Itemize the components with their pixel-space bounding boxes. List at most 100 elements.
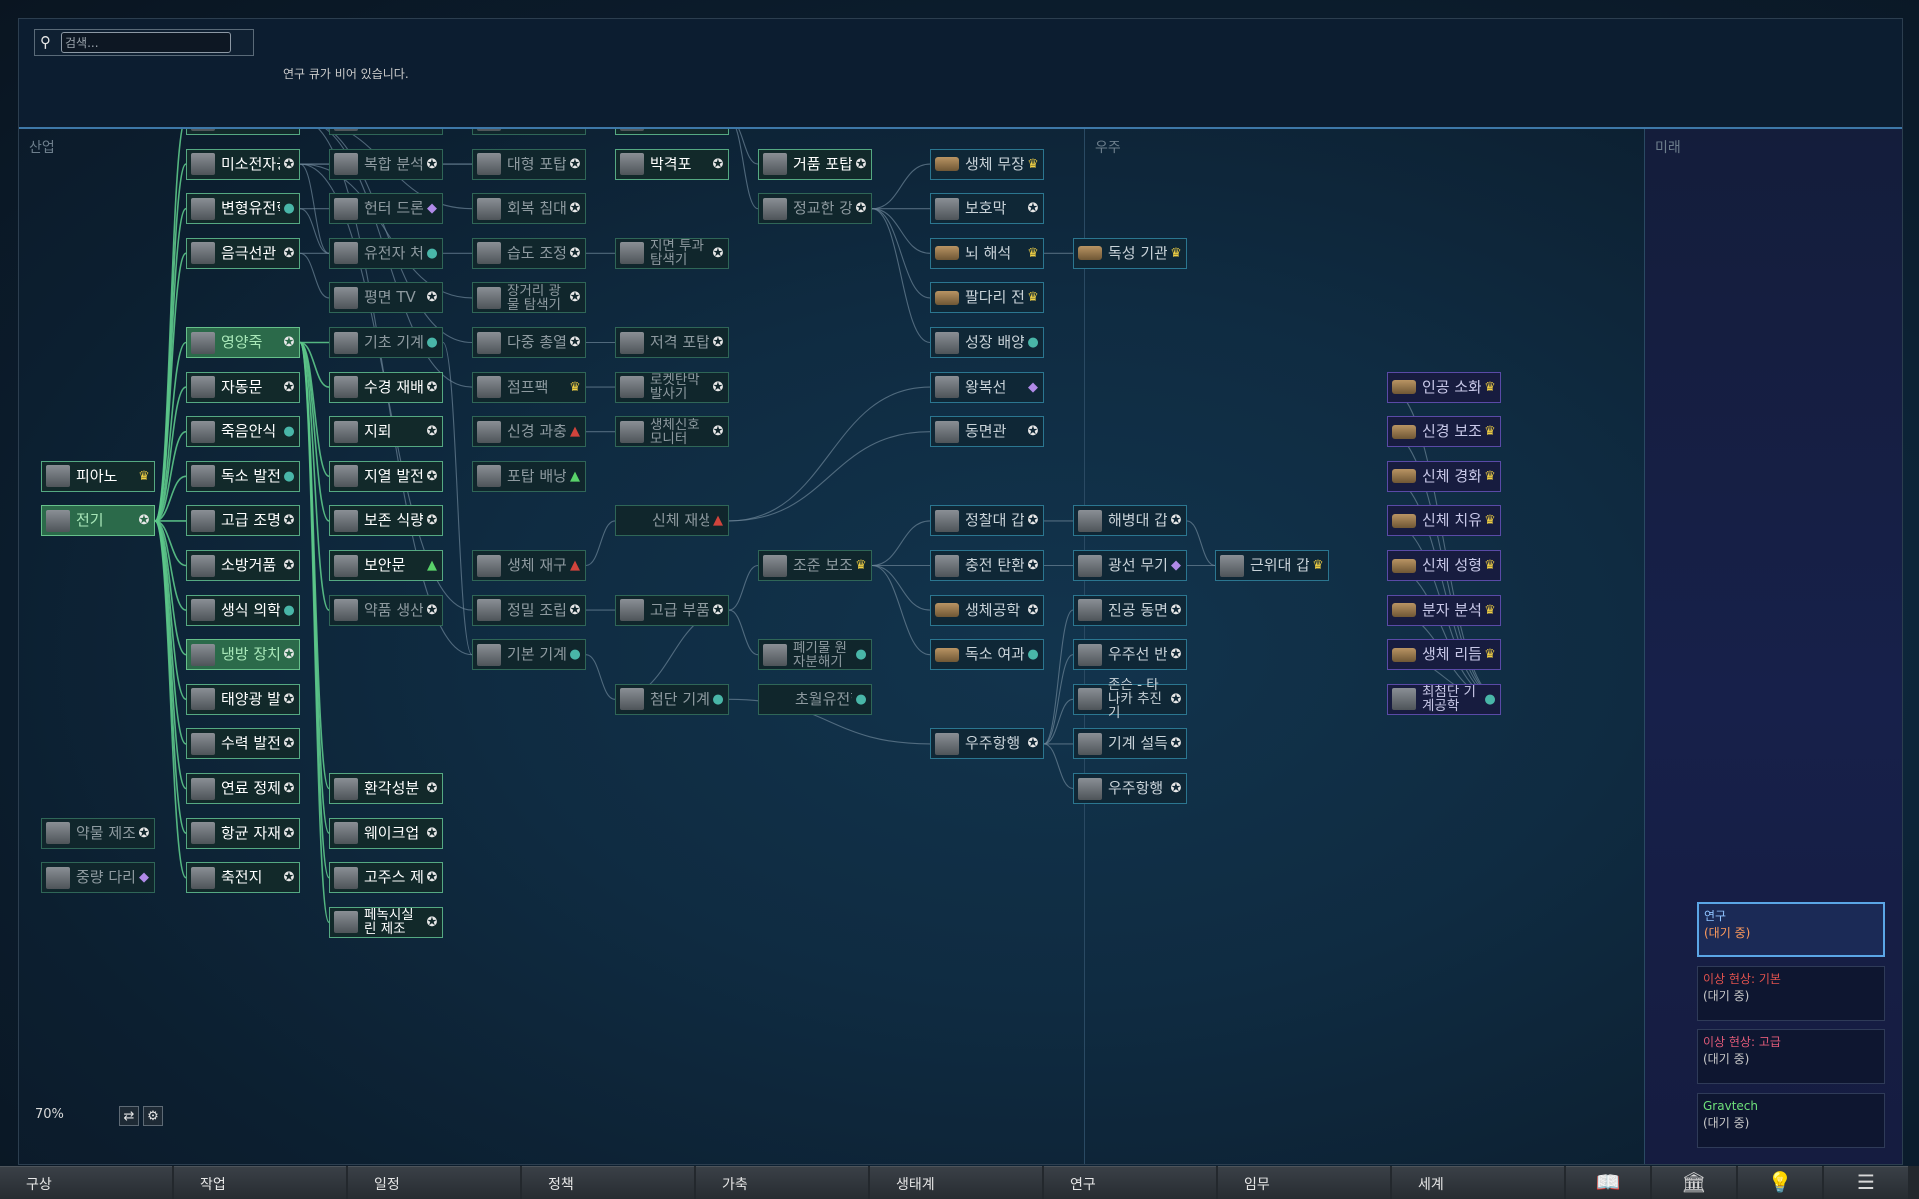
research-node[interactable]: 지면 투과 탐색기✪	[615, 237, 729, 269]
research-node[interactable]: 웨이크업 제조✪	[329, 817, 443, 849]
research-node[interactable]: 축전지✪	[186, 862, 300, 894]
research-node[interactable]: 뇌 해석♛	[930, 237, 1044, 269]
research-node[interactable]: 소방거품✪	[186, 550, 300, 581]
research-node[interactable]: 충전 탄환✪	[930, 550, 1044, 581]
research-node[interactable]: 점프팩♛	[472, 371, 586, 403]
research-node[interactable]: 생체 무장♛	[930, 148, 1044, 180]
research-node[interactable]: 장거리 광물 탐색기✪	[472, 282, 586, 314]
research-node[interactable]: 보존 식량✪	[329, 505, 443, 537]
main-tab[interactable]: 임무	[1218, 1166, 1390, 1199]
lightbulb-icon[interactable]: 💡	[1738, 1166, 1822, 1199]
research-node[interactable]: 고주스 제조✪	[329, 862, 443, 894]
research-node[interactable]: 약물 제조✪	[41, 817, 155, 849]
main-tab[interactable]: 연구	[1044, 1166, 1216, 1199]
research-node[interactable]: 최첨단 기계공학●	[1387, 683, 1501, 715]
research-node[interactable]: 유전자 처리기●	[329, 237, 443, 269]
research-node[interactable]: 다중 총열✪	[472, 327, 586, 358]
research-node[interactable]: 포탑 배낭▲	[472, 460, 586, 492]
museum-icon[interactable]: 🏛	[1652, 1166, 1736, 1199]
research-node[interactable]: 영양죽✪	[186, 327, 300, 358]
research-node[interactable]: 수력 발전기✪	[186, 728, 300, 760]
research-node[interactable]: 첨단 기계공학●	[615, 683, 729, 715]
research-node[interactable]: 독성 기관♛	[1073, 237, 1187, 269]
research-node[interactable]: 박격포✪	[615, 148, 729, 180]
search-input[interactable]	[61, 32, 231, 53]
research-node[interactable]: 기계 설득✪	[1073, 728, 1187, 760]
research-node[interactable]: 지뢰✪	[329, 416, 443, 448]
research-node[interactable]: 기초 기계공학●	[329, 327, 443, 358]
research-node[interactable]: 연료 정제✪	[186, 773, 300, 804]
research-node[interactable]: 팔다리 전문화♛	[930, 282, 1044, 314]
main-tab[interactable]: 구상	[0, 1166, 172, 1199]
research-node[interactable]: 태양광 발전기✪	[186, 683, 300, 715]
research-node[interactable]: 습도 조정 펌프✪	[472, 237, 586, 269]
research-node[interactable]: 약품 생산✪	[329, 594, 443, 626]
research-node[interactable]: 피아노♛	[41, 460, 155, 492]
main-tab[interactable]: 가축	[696, 1166, 868, 1199]
research-node[interactable]: 기본 기계공학●	[472, 639, 586, 671]
research-node[interactable]: 중량 다리◆	[41, 862, 155, 894]
research-node[interactable]: 신경 보조♛	[1387, 416, 1501, 448]
research-node[interactable]: 환각성분 정제✪	[329, 773, 443, 804]
research-node[interactable]: 정교한 강선✪	[758, 193, 872, 225]
research-node[interactable]: 존슨 - 타나카 추진기✪	[1073, 678, 1187, 720]
research-node[interactable]: 거품 포탑✪	[758, 148, 872, 180]
research-node[interactable]: 신체 성형♛	[1387, 550, 1501, 581]
research-node[interactable]: 수경 재배✪	[329, 371, 443, 403]
research-node[interactable]: 고급 조명✪	[186, 505, 300, 537]
research-node[interactable]: 보안문▲	[329, 550, 443, 581]
settings-gear-button[interactable]: ⚙	[143, 1106, 163, 1126]
menu-list-icon[interactable]: ☰	[1824, 1166, 1908, 1199]
research-node[interactable]: 동면관✪	[930, 416, 1044, 448]
research-queue-card[interactable]: 이상 현상: 고급(대기 중)	[1697, 1029, 1885, 1084]
research-node[interactable]: 우주선 반응로✪	[1073, 639, 1187, 671]
research-node[interactable]: 생식 의학●	[186, 594, 300, 626]
research-node[interactable]: 조준 보조기♛	[758, 550, 872, 581]
main-tab[interactable]: 작업	[174, 1166, 346, 1199]
research-node[interactable]: 진공 동면관✪	[1073, 594, 1187, 626]
research-node[interactable]: 광선 무기◆	[1073, 550, 1187, 581]
main-tab[interactable]: 정책	[522, 1166, 694, 1199]
research-node[interactable]: 대형 포탑✪	[472, 148, 586, 180]
research-node[interactable]: 회복 침대✪	[472, 193, 586, 225]
research-queue-card[interactable]: 이상 현상: 기본(대기 중)	[1697, 966, 1885, 1021]
research-node[interactable]: 냉방 장치✪	[186, 639, 300, 671]
research-node[interactable]: 생체공학✪	[930, 594, 1044, 626]
research-node[interactable]: 고급 부품✪	[615, 594, 729, 626]
research-node[interactable]: 생체 재구축▲	[472, 550, 586, 581]
research-node[interactable]: 독소 발전기●	[186, 460, 300, 492]
research-node[interactable]: 우주항행 센서✪	[1073, 773, 1187, 804]
research-node[interactable]: 지열 발전✪	[329, 460, 443, 492]
research-node[interactable]: 항균 자재✪	[186, 817, 300, 849]
research-queue-card[interactable]: Gravtech(대기 중)	[1697, 1093, 1885, 1148]
main-tab[interactable]: 일정	[348, 1166, 520, 1199]
swap-view-button[interactable]: ⇄	[119, 1106, 139, 1126]
research-node[interactable]: 자동문✪	[186, 371, 300, 403]
research-node[interactable]: 해병대 갑옷✪	[1073, 505, 1187, 537]
research-node[interactable]: 생체 리듬♛	[1387, 639, 1501, 671]
research-node[interactable]: 헌터 드론◆	[329, 193, 443, 225]
research-node[interactable]: 폐기물 원자분해기●	[758, 639, 872, 671]
research-node[interactable]: 근위대 갑옷♛	[1215, 550, 1329, 581]
research-node[interactable]: 저격 포탑✪	[615, 327, 729, 358]
research-node[interactable]: 분자 분석♛	[1387, 594, 1501, 626]
research-node[interactable]: 정찰대 갑옷✪	[930, 505, 1044, 537]
research-node[interactable]: 인공 소화♛	[1387, 371, 1501, 403]
research-node[interactable]: 신체 경화♛	[1387, 460, 1501, 492]
book-icon[interactable]: 📖	[1566, 1166, 1650, 1199]
research-node[interactable]: 미소전자공학✪	[186, 148, 300, 180]
research-node[interactable]: 음극선관 TV✪	[186, 237, 300, 269]
research-node[interactable]: 평면 TV✪	[329, 282, 443, 314]
research-node[interactable]: 초월유전학●	[758, 683, 872, 715]
research-node[interactable]: 변형유전학●	[186, 193, 300, 225]
research-node[interactable]: 왕복선◆	[930, 371, 1044, 403]
research-node[interactable]: 신체 치유♛	[1387, 505, 1501, 537]
research-node[interactable]: 페녹시실린 제조✪	[329, 906, 443, 938]
research-node[interactable]: 죽음안식●	[186, 416, 300, 448]
research-node[interactable]: 복합 분석기✪	[329, 148, 443, 180]
research-node[interactable]: 신체 재생▲	[615, 505, 729, 537]
research-node[interactable]: 신경 과충전기▲	[472, 416, 586, 448]
main-tab[interactable]: 생태계	[870, 1166, 1042, 1199]
research-node[interactable]: 로켓탄막 발사기✪	[615, 371, 729, 403]
main-tab[interactable]: 세계	[1392, 1166, 1564, 1199]
